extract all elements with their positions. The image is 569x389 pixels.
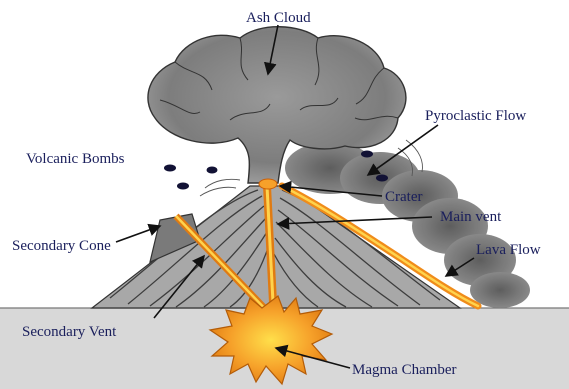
- label-pyroclastic-flow: Pyroclastic Flow: [425, 108, 526, 124]
- label-magma-chamber: Magma Chamber: [352, 362, 457, 378]
- label-volcanic-bombs: Volcanic Bombs: [26, 151, 125, 167]
- arrow-secondary-cone: [116, 226, 160, 242]
- label-secondary-vent: Secondary Vent: [22, 324, 117, 340]
- crater-glow: [259, 179, 277, 189]
- label-crater: Crater: [385, 189, 422, 205]
- label-secondary-cone: Secondary Cone: [12, 238, 111, 254]
- label-lava-flow: Lava Flow: [476, 242, 541, 258]
- label-ash-cloud: Ash Cloud: [246, 10, 311, 26]
- label-main-vent: Main vent: [440, 209, 502, 225]
